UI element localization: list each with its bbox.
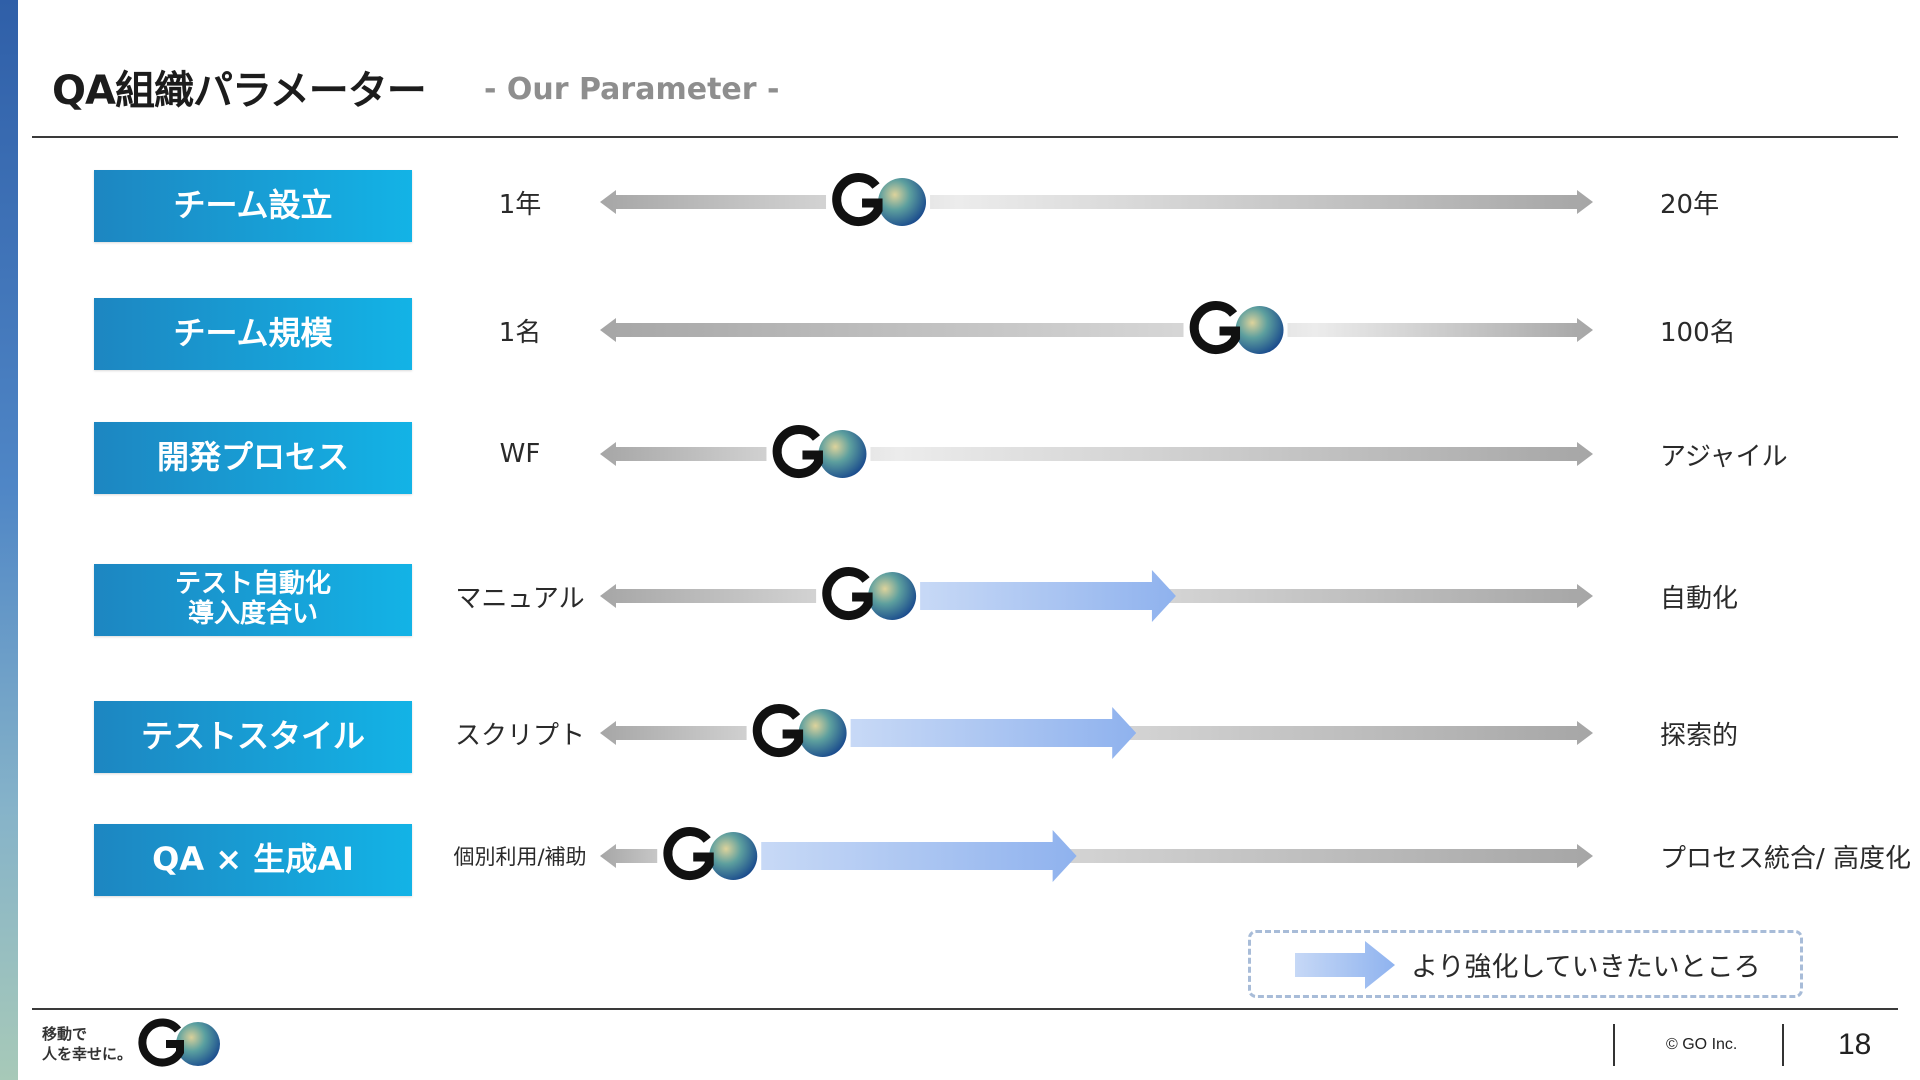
scale-left-value: WF [499,439,541,469]
scale-right-value: プロセス統合/ 高度化 [1660,843,1912,874]
parameter-scale [600,567,1593,624]
parameter-row: チーム設立 1年 20年 [0,162,1920,242]
parameter-row: テストスタイル スクリプト 探索的 [0,693,1920,773]
scale-left-value: 個別利用/補助 [453,845,587,869]
parameter-row: QA × 生成AI 個別利用/補助 プロセス統合/ 高度化 [0,816,1920,896]
parameter-row: 開発プロセス WF アジャイル [0,414,1920,494]
footer-tagline: 移動で 人を幸せに。 [42,1024,132,1065]
footer-separator [1782,1024,1784,1066]
go-marker-icon [766,425,871,482]
page-number: 18 [1838,1028,1872,1061]
parameter-label: テスト自動化 導入度合い [94,564,412,636]
parameter-label: QA × 生成AI [94,824,412,896]
tagline-line-1: 移動で [42,1025,88,1043]
target-arrow [912,570,1176,622]
parameter-label: チーム規模 [94,298,412,370]
legend-text: より強化していきたいところ [1411,951,1761,983]
target-arrow [753,830,1077,882]
scale-left-value: マニュアル [455,583,585,614]
page-subtitle: - Our Parameter - [484,72,780,107]
scale-left-value: 1年 [498,189,542,220]
parameter-scale [600,301,1593,358]
go-marker-icon [746,704,851,761]
parameter-label: 開発プロセス [94,422,412,494]
go-logo-icon [138,1018,220,1067]
go-marker-icon [657,827,762,884]
page-title: QA組織パラメーター [52,68,427,114]
header-divider [32,136,1898,138]
parameter-scale [600,704,1593,761]
parameter-label: チーム設立 [94,170,412,242]
target-arrow [842,707,1137,759]
scale-left-value: スクリプト [454,720,585,751]
parameter-scale [600,827,1593,884]
go-marker-icon [826,173,931,230]
scale-left-value: 1名 [498,317,542,348]
scale-right-value: 自動化 [1660,583,1739,614]
go-marker-icon [1183,301,1288,358]
scale-track [600,442,1593,466]
side-accent-bar [0,0,18,1080]
parameter-row: テスト自動化 導入度合い マニュアル 自動化 [0,556,1920,636]
scale-right-value: アジャイル [1660,441,1788,472]
scale-right-value: 20年 [1660,189,1720,220]
scale-track [600,318,1593,342]
parameter-scale [600,425,1593,482]
tagline-line-2: 人を幸せに。 [42,1045,133,1064]
parameter-scale [600,173,1593,230]
legend-box: より強化していきたいところ [1248,930,1803,998]
parameter-row: チーム規模 1名 100名 [0,290,1920,370]
copyright-text: © GO Inc. [1666,1036,1738,1053]
scale-right-value: 探索的 [1660,720,1739,751]
scale-track [600,190,1593,214]
footer-divider [32,1008,1898,1010]
footer-separator [1613,1024,1615,1066]
go-marker-icon [816,567,921,624]
scale-right-value: 100名 [1660,317,1736,348]
legend-arrow-icon [1295,941,1395,989]
parameter-label: テストスタイル [94,701,412,773]
